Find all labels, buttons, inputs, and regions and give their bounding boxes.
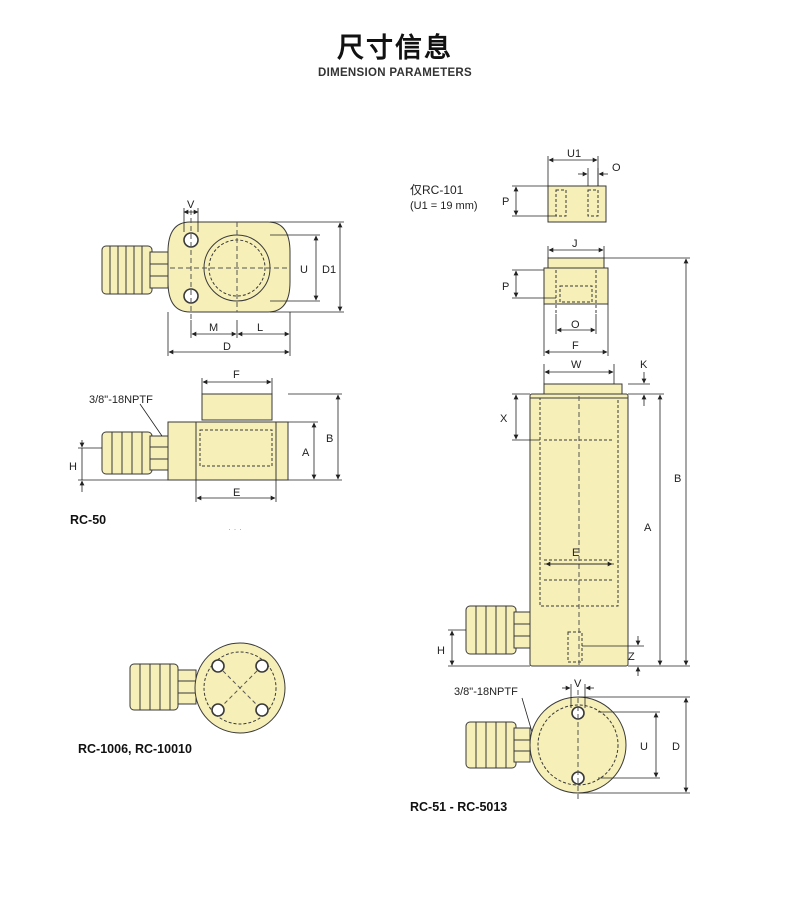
- dim-label-h: H: [437, 645, 445, 657]
- dim-label-d: D: [223, 341, 231, 353]
- hex-nut: [513, 611, 531, 649]
- rc1006-top-view: [129, 642, 286, 734]
- dim-label-e: E: [572, 547, 579, 559]
- dim-label-h: H: [69, 461, 77, 473]
- rc101-cap-dimensions: [512, 156, 608, 217]
- bolt-hole-icon: [211, 703, 225, 717]
- hose-coupler: [465, 721, 517, 769]
- dim-label-k: K: [640, 359, 648, 371]
- cylinder-body: [167, 421, 289, 481]
- hose-coupler: [129, 663, 179, 711]
- dim-label-b: B: [674, 473, 681, 485]
- dim-label-u1: U1: [567, 148, 581, 160]
- rc51-cap-dimensions: [512, 246, 690, 356]
- dim-label-d1: D1: [322, 264, 336, 276]
- rc51-top-dimensions: [521, 684, 690, 794]
- dim-label-b: B: [326, 433, 333, 445]
- dim-label-v: V: [574, 678, 582, 690]
- dim-label-f-cap: F: [572, 340, 579, 352]
- rc51-side-view: [465, 383, 629, 667]
- dim-label-z: Z: [628, 651, 635, 663]
- rc51-cap-detail: [543, 257, 609, 314]
- model-label-rc1006: RC-1006, RC-10010: [78, 742, 192, 756]
- dim-label-e: E: [233, 487, 240, 499]
- note-u1-size: (U1 = 19 mm): [410, 200, 478, 212]
- rc50-top-view: [101, 210, 291, 320]
- dim-label-a: A: [644, 522, 652, 534]
- bolt-hole-icon: [211, 659, 225, 673]
- dim-label-u: U: [640, 741, 648, 753]
- hose-coupler: [465, 605, 517, 655]
- page-title: 尺寸信息: [337, 33, 453, 64]
- rc50-side-dimensions: [78, 378, 342, 502]
- dim-label-m: M: [209, 322, 218, 334]
- page-subtitle: DIMENSION PARAMETERS: [317, 67, 473, 79]
- decorative-dots: · · ·: [228, 524, 242, 534]
- rc51-side-dimensions: [448, 258, 690, 676]
- hex-nut: [513, 727, 531, 763]
- dim-label-l: L: [257, 322, 263, 334]
- dim-label-v: V: [187, 199, 195, 211]
- dim-label-o: O: [612, 162, 621, 174]
- hex-nut: [149, 251, 169, 289]
- dim-label-x: X: [500, 413, 508, 425]
- dim-label-p-std: P: [502, 281, 509, 293]
- rc101-cap-detail: [547, 185, 607, 223]
- hex-nut: [177, 669, 197, 705]
- plunger: [201, 393, 273, 421]
- dim-label-u: U: [300, 264, 308, 276]
- bolt-hole-icon: [255, 659, 269, 673]
- plunger-top: [543, 383, 623, 395]
- dim-label-f: F: [233, 369, 240, 381]
- dim-label-d: D: [672, 741, 680, 753]
- hex-nut: [149, 435, 169, 471]
- note-only-rc101: 仅RC-101: [410, 183, 464, 197]
- rc50-top-dimensions: [167, 208, 344, 356]
- dim-label-w: W: [571, 359, 582, 371]
- hose-coupler: [101, 431, 153, 475]
- dim-label-a: A: [302, 447, 310, 459]
- thread-spec-rc50: 3/8"-18NPTF: [89, 394, 153, 406]
- rc51-top-view: [465, 690, 627, 800]
- dim-label-j: J: [572, 238, 578, 250]
- model-label-rc51: RC-51 - RC-5013: [410, 800, 508, 814]
- bolt-hole-icon: [255, 703, 269, 717]
- model-label-rc50: RC-50: [70, 513, 107, 527]
- thread-spec-rc51: 3/8"-18NPTF: [454, 686, 518, 698]
- dim-label-p: P: [502, 196, 509, 208]
- cylinder-body: [529, 393, 629, 667]
- saddle-cap: [547, 185, 607, 223]
- rc50-side-view: [101, 393, 289, 481]
- dim-label-o-std: O: [571, 319, 580, 331]
